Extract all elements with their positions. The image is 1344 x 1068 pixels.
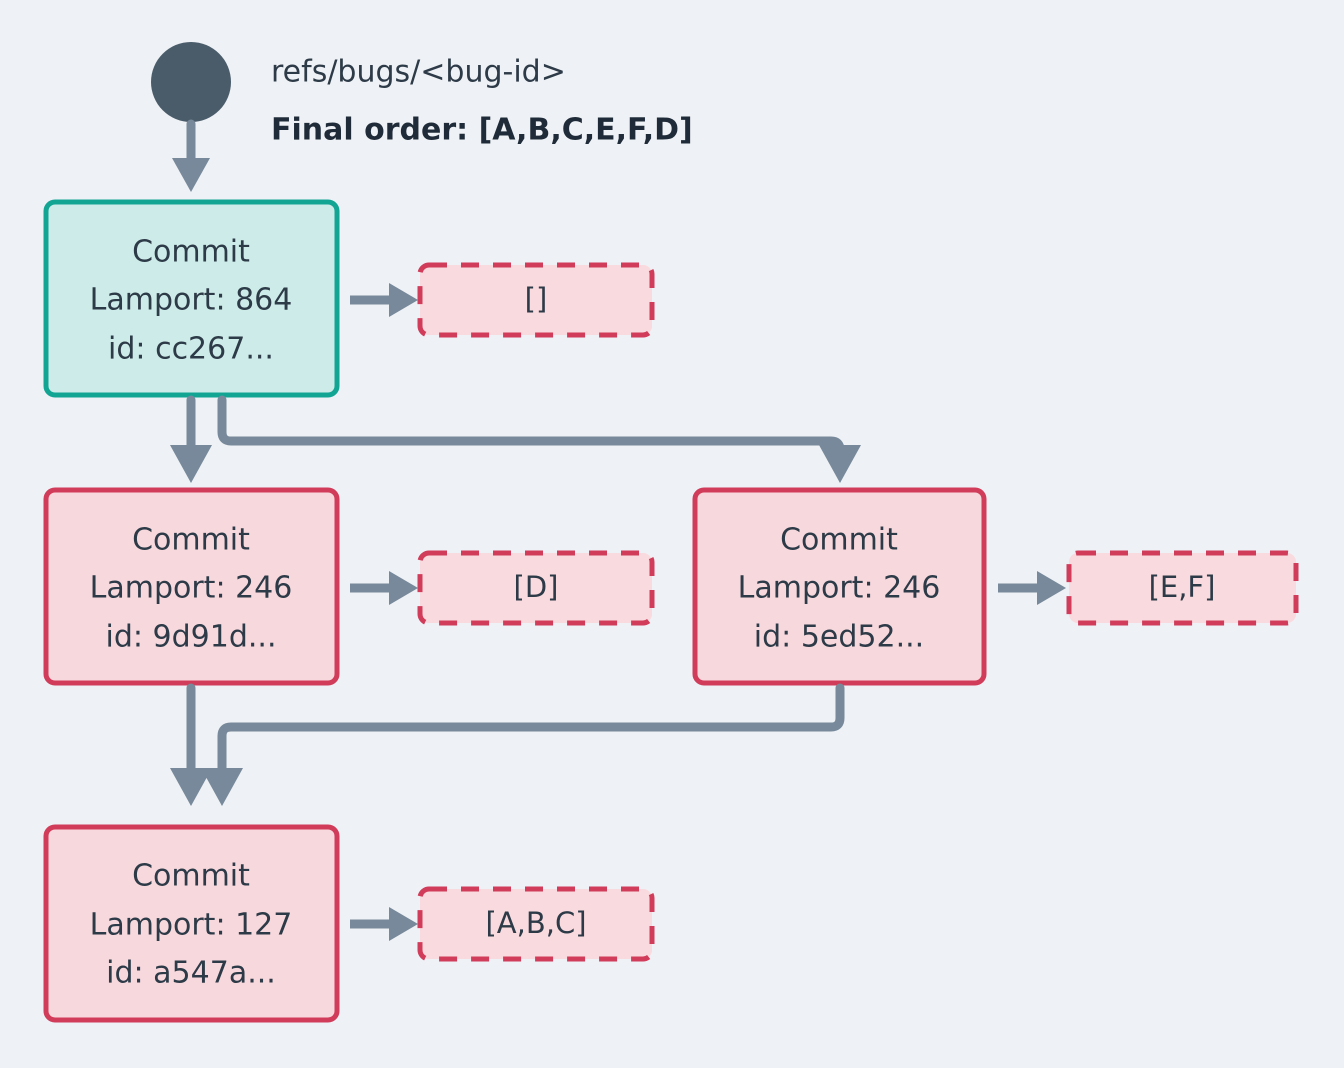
final-order-label: Final order: [A,B,C,E,F,D] [271,113,693,148]
branch-start-dot [151,42,231,122]
commit-node-root-line1: Commit [132,859,250,894]
commit-node-right-box [692,487,987,686]
commit-node-root-id: id: a547a... [106,956,276,991]
ops-chip-root[interactable]: [A,B,C] [417,886,655,962]
commit-node-root-box [43,824,340,1023]
edge-root-to-chip [350,907,418,941]
commit-node-left-id: id: 9d91d... [106,620,277,655]
ops-chip-left-box [417,550,655,626]
ops-chip-left-label: [D] [514,570,559,604]
commit-node-right[interactable]: Commit Lamport: 246 id: 5ed52... [692,487,987,686]
ops-chip-head-box [417,262,655,338]
commit-node-head-box [43,199,340,398]
ops-chip-right-box [1066,550,1299,626]
edge-head-to-chip [350,283,418,317]
ref-path-label: refs/bugs/<bug-id> [271,55,566,90]
commit-node-root-lamport: Lamport: 127 [90,908,293,943]
commit-node-head-id: id: cc267... [108,332,274,367]
commit-node-left-box [43,487,340,686]
commit-node-head-lamport: Lamport: 864 [90,283,293,318]
edge-right-to-root [201,683,845,806]
edge-left-to-root [170,683,212,806]
edge-head-to-right [217,395,861,483]
commit-node-left-lamport: Lamport: 246 [90,571,293,606]
commit-node-right-id: id: 5ed52... [754,620,924,655]
commit-node-left[interactable]: Commit Lamport: 246 id: 9d91d... [43,487,340,686]
ops-chip-right-label: [E,F] [1149,570,1216,604]
commit-node-right-line1: Commit [780,523,898,558]
ops-chip-root-label: [A,B,C] [485,906,586,940]
edge-head-to-left [170,395,212,483]
ops-chip-head-label: [] [525,282,548,316]
ops-chip-left[interactable]: [D] [417,550,655,626]
commit-node-head[interactable]: Commit Lamport: 864 id: cc267... [43,199,340,398]
commit-node-root[interactable]: Commit Lamport: 127 id: a547a... [43,824,340,1023]
edge-left-to-chip [350,571,418,605]
commit-node-right-lamport: Lamport: 246 [738,571,941,606]
ops-chip-head[interactable]: [] [417,262,655,338]
ops-chip-root-box [417,886,655,962]
edge-start-to-head [172,119,210,192]
edge-right-to-chip [998,571,1066,605]
commit-node-left-line1: Commit [132,523,250,558]
commit-node-head-line1: Commit [132,235,250,270]
ops-chip-right[interactable]: [E,F] [1066,550,1299,626]
